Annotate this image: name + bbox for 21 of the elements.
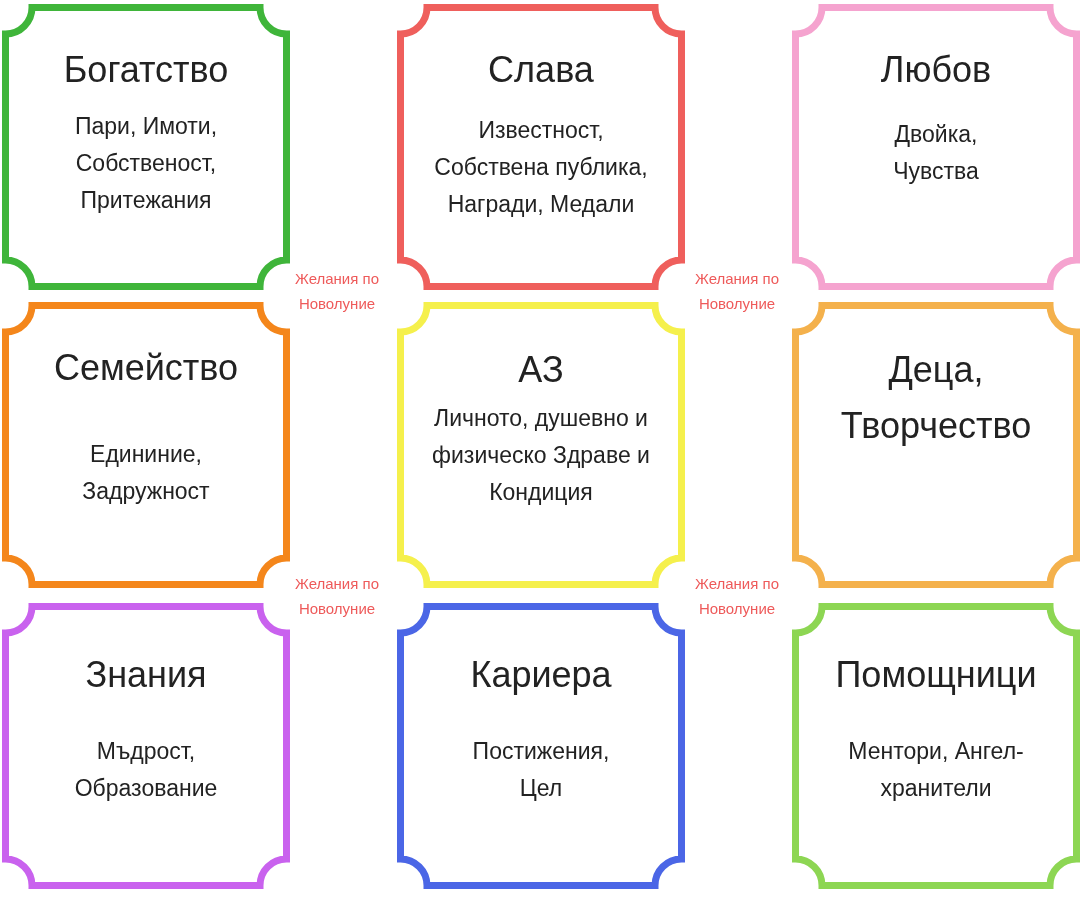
heading: Богатство xyxy=(62,48,230,92)
description: Постижения, Цел xyxy=(471,737,611,803)
heading: Знания xyxy=(84,653,208,697)
heading: Деца, Творчество xyxy=(839,348,1033,448)
description: Известност, Собствена публика, Награди, Медали xyxy=(433,116,649,219)
heading: АЗ xyxy=(517,348,565,392)
description: Пари, Имоти, Собственост, Притежания xyxy=(73,112,219,215)
description: Мъдрост, Образование xyxy=(73,737,219,803)
heading: Семейство xyxy=(52,346,240,390)
wish-note: Желания по Новолуние xyxy=(294,574,380,619)
wish-note: Желания по Новолуние xyxy=(294,269,380,314)
heading: Любов xyxy=(879,48,993,92)
wish-note: Желания по Новолуние xyxy=(694,574,780,619)
wish-note: Желания по Новолуние xyxy=(694,269,780,314)
heading: Слава xyxy=(487,48,595,92)
heading: Кариера xyxy=(469,653,613,697)
heading: Помощници xyxy=(834,653,1038,697)
description: Ментори, Ангел-хранители xyxy=(847,737,1025,803)
description: Двойка, Чувства xyxy=(892,120,980,186)
description: Едининие, Задружност xyxy=(81,440,211,506)
description: Личното, душевно и физическо Здраве и Кондиция xyxy=(431,404,651,507)
